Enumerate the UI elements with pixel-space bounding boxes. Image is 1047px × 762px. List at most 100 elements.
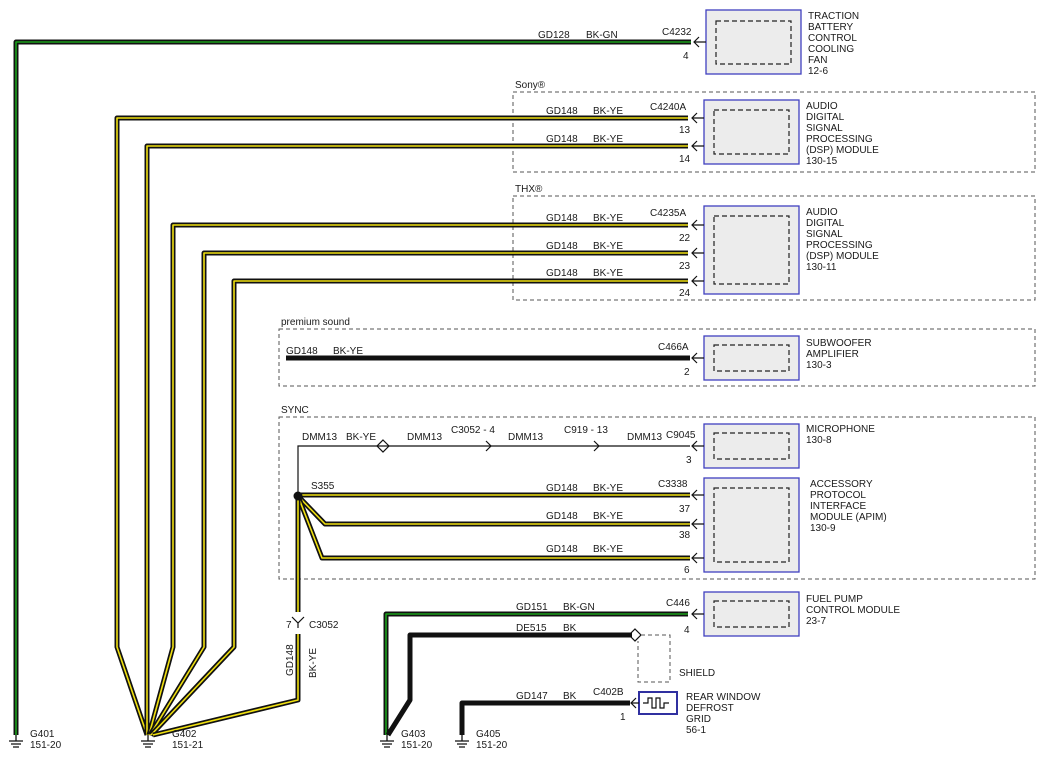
connector-label: C4235A <box>650 208 686 219</box>
sony-option-box <box>512 91 1036 173</box>
wire-color-label: BK <box>563 691 577 702</box>
circuit-label: GD148 <box>546 241 578 252</box>
ground-name: G403 <box>401 729 426 740</box>
connector-label: C466A <box>658 342 689 353</box>
ground-ref: 151-20 <box>30 740 62 751</box>
circuit-label: GD151 <box>516 602 548 613</box>
connector-label: C446 <box>666 598 690 609</box>
connector-label: C919 - 13 <box>564 425 608 436</box>
module-label-line: AUDIO <box>806 101 838 112</box>
circuit-label: GD148 <box>546 511 578 522</box>
wire-gd147 <box>459 700 630 735</box>
ground-icon <box>380 735 394 748</box>
pin-number: 14 <box>679 154 691 165</box>
connector-label: C9045 <box>666 430 696 441</box>
wire-gd148-sony-14 <box>144 143 688 735</box>
ground-ref: 151-21 <box>172 740 204 751</box>
circuit-label: GD148 <box>546 213 578 224</box>
sony-option-label: Sony® <box>515 80 546 91</box>
sync-option-box <box>278 416 1036 580</box>
module-label-line: CONTROL <box>808 33 857 44</box>
wire-color-label: BK-GN <box>586 30 618 41</box>
module-label-line: (DSP) MODULE <box>806 145 879 156</box>
pin-number: 1 <box>620 712 626 723</box>
wire-gd148-apim-38 <box>296 494 690 527</box>
module-label-line: 130-11 <box>806 262 837 273</box>
module-label-line: INTERFACE <box>810 501 866 512</box>
ground-g405: G405 151-20 <box>455 729 508 751</box>
module-label-line: COOLING <box>808 44 854 55</box>
pin-number: 7 <box>286 620 292 631</box>
ground-g402: G402 151-21 <box>141 729 204 751</box>
pin-number: 4 <box>684 625 690 636</box>
wire-gd151 <box>383 611 688 735</box>
module-label-line: BATTERY <box>808 22 854 33</box>
module-label-line: GRID <box>686 714 711 725</box>
pin-number: 4 <box>683 51 689 62</box>
module-label-line: FUEL PUMP <box>806 594 863 605</box>
circuit-label: GD148 <box>546 268 578 279</box>
module-label-line: 12-6 <box>808 66 828 77</box>
module-label-line: TRACTION <box>808 11 859 22</box>
circuit-label: DMM13 <box>627 432 662 443</box>
apim-module: ACCESSORY PROTOCOL INTERFACE MODULE (API… <box>703 477 887 573</box>
pin-number: 13 <box>679 125 691 136</box>
wire-color-label: BK-YE <box>593 241 623 252</box>
module-label-line: CONTROL MODULE <box>806 605 900 616</box>
pin-number: 24 <box>679 288 691 299</box>
connector-label: C402B <box>593 687 624 698</box>
wire-color-label: BK-YE <box>593 511 623 522</box>
premium-sound-option-box <box>278 328 1036 387</box>
circuit-label-vertical: GD148 <box>285 644 296 676</box>
module-label-line: SUBWOOFER <box>806 338 872 349</box>
resistor-grid-icon <box>643 697 669 709</box>
pin-arrows <box>630 36 706 709</box>
module-label-line: AUDIO <box>806 207 838 218</box>
circuit-label: GD148 <box>286 346 318 357</box>
wire-color-label: BK-YE <box>593 134 623 145</box>
thx-option-box <box>512 195 1036 301</box>
module-label-line: 130-3 <box>806 360 832 371</box>
wire-gd148-sony-13 <box>114 115 688 736</box>
wire-dmm13-microphone <box>297 439 690 496</box>
wire-color-label-vertical: BK-YE <box>308 648 319 678</box>
thx-option-label: THX® <box>515 184 543 195</box>
module-label-line: SIGNAL <box>806 123 843 134</box>
subwoofer-amplifier-module: SUBWOOFER AMPLIFIER 130-3 <box>703 335 872 381</box>
premium-sound-option-label: premium sound <box>281 317 350 328</box>
microphone-module: MICROPHONE 130-8 <box>703 423 875 469</box>
wire-de515 <box>385 628 671 737</box>
module-label-line: 130-8 <box>806 435 832 446</box>
wire-color-label: BK-YE <box>593 544 623 555</box>
module-label-line: MICROPHONE <box>806 424 875 435</box>
wire-gd148-apim-6 <box>295 495 690 561</box>
circuit-label: GD148 <box>546 106 578 117</box>
connector-diamond-icon <box>628 628 642 642</box>
wire-color-label: BK-YE <box>346 432 376 443</box>
dsp-module-sony: AUDIO DIGITAL SIGNAL PROCESSING (DSP) MO… <box>703 99 879 167</box>
ground-name: G405 <box>476 729 501 740</box>
module-label-line: PROTOCOL <box>810 490 866 501</box>
wire-color-label: BK <box>563 623 577 634</box>
pin-number: 2 <box>684 367 690 378</box>
module-label-line: PROCESSING <box>806 134 873 145</box>
connector-label: C4232 <box>662 27 692 38</box>
wire-color-label: BK-YE <box>333 346 363 357</box>
pin-number: 3 <box>686 455 692 466</box>
wire-color-label: BK-YE <box>593 268 623 279</box>
ground-icon <box>9 735 23 748</box>
module-label-line: ACCESSORY <box>810 479 873 490</box>
traction-battery-fan-module: TRACTION BATTERY CONTROL COOLING FAN 12-… <box>705 9 859 77</box>
ground-ref: 151-20 <box>401 740 433 751</box>
ground-g401: G401 151-20 <box>9 729 62 751</box>
circuit-label: GD128 <box>538 30 570 41</box>
module-label-line: 130-15 <box>806 156 838 167</box>
module-label-line: MODULE (APIM) <box>810 512 887 523</box>
pin-number: 22 <box>679 233 691 244</box>
dsp-module-thx: AUDIO DIGITAL SIGNAL PROCESSING (DSP) MO… <box>703 205 879 295</box>
module-label-line: FAN <box>808 55 827 66</box>
pin-number: 6 <box>684 565 690 576</box>
sync-option-label: SYNC <box>281 405 309 416</box>
shield-dashed-box <box>637 634 671 683</box>
